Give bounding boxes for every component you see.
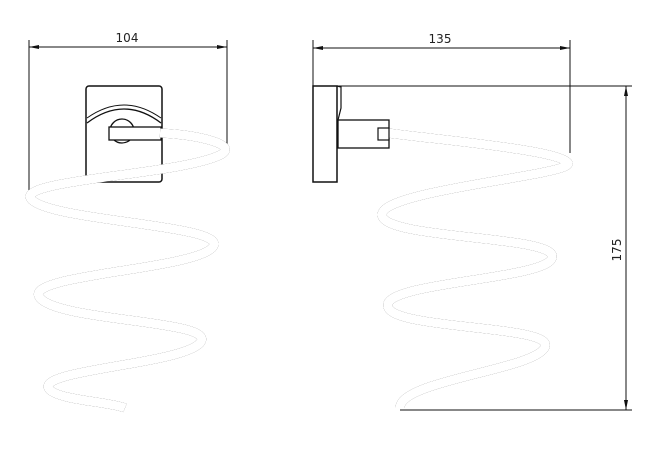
- side-view: [312, 40, 632, 410]
- plate-arc: [86, 104, 162, 119]
- plate-arc: [86, 108, 162, 124]
- mount-bar: [108, 126, 162, 141]
- width-dimension-label: 104: [116, 31, 139, 45]
- plate-edge: [336, 85, 342, 121]
- stem-insert: [377, 127, 390, 141]
- front-view: [29, 40, 227, 408]
- depth-dimension-label: 135: [429, 32, 452, 46]
- height-dimension-label: 175: [610, 239, 624, 262]
- wall-plate-side: [312, 85, 338, 183]
